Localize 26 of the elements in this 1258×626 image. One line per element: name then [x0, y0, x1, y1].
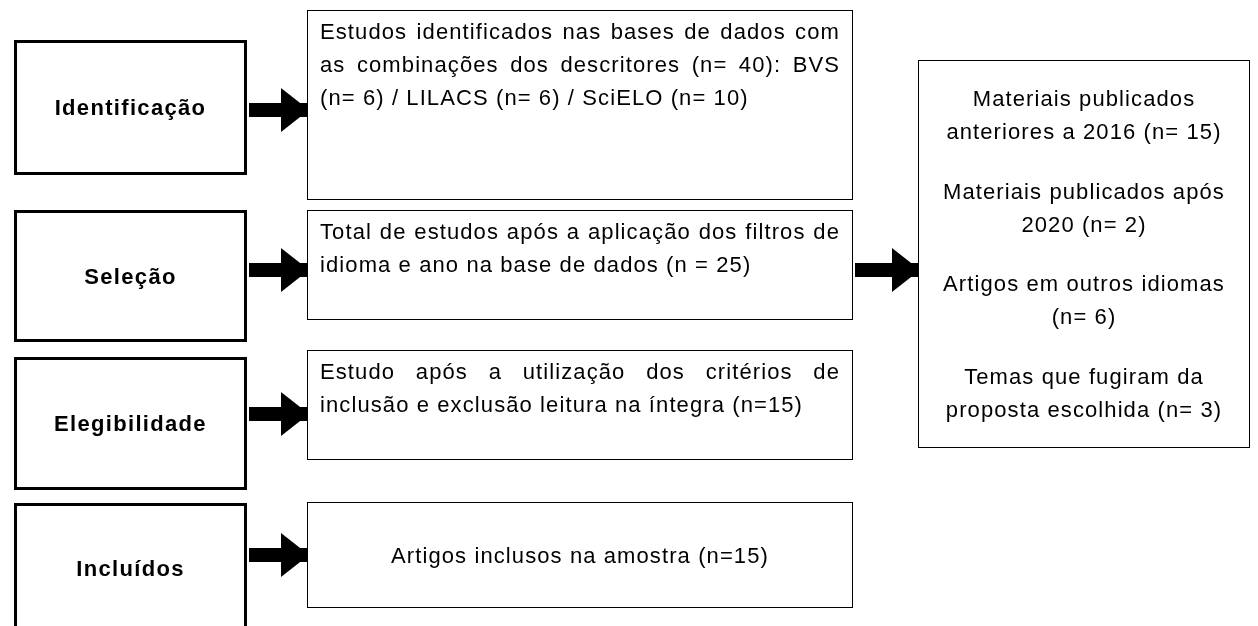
- process-box: [307, 350, 853, 460]
- stage-box: [14, 503, 247, 626]
- block-arrow: [249, 533, 309, 577]
- exclusion-text: Materiais publicados anteriores a 2016 (n= 15): [945, 85, 1223, 147]
- exclusion-text: Artigos em outros idiomas (n= 6): [942, 270, 1226, 332]
- block-arrow: [249, 248, 309, 292]
- stage-box: [14, 40, 247, 175]
- block-arrow: [855, 248, 920, 292]
- process-box: [307, 10, 853, 200]
- stage-label: Seleção: [84, 262, 177, 291]
- stage-label: Elegibilidade: [54, 410, 207, 438]
- process-box: [307, 502, 853, 608]
- process-box: [307, 210, 853, 320]
- process-text: Artigos inclusos na amostra (n=15): [391, 541, 769, 570]
- block-arrow: [249, 88, 309, 132]
- process-text: Total de estudos após a aplicação dos filtros de idioma e ano na base de dados (n = 25): [320, 218, 840, 279]
- process-text: Estudo após a utilização dos critérios de inclusão e exclusão leitura na íntegra (n=15): [320, 358, 840, 419]
- stage-box: [14, 210, 247, 342]
- stage-label: Incluídos: [76, 554, 185, 583]
- stage-label: Identificação: [54, 94, 207, 122]
- stage-box: [14, 357, 247, 490]
- process-text: Estudos identificados nas bases de dados com as combinações dos descritores (n= 40): BVS (n= 6) / LILACS (n= 6) / SciELO (n= 10): [320, 18, 840, 112]
- exclusion-text: Materiais publicados após 2020 (n= 2): [942, 177, 1226, 239]
- exclusion-box: [918, 60, 1250, 448]
- exclusion-text: Temas que fugiram da proposta escolhida (n= 3): [944, 362, 1224, 424]
- block-arrow: [249, 392, 309, 436]
